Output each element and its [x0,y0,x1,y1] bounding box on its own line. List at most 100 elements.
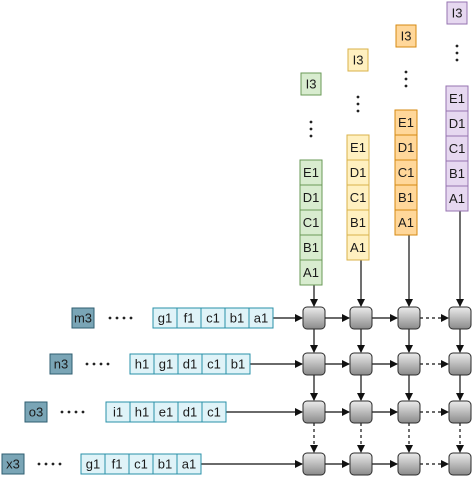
row-cell-label: g1 [159,357,173,372]
row-label: o3 [29,405,43,420]
column-cell [346,234,370,261]
horizontal-ellipsis-dot [99,362,103,366]
processing-element [448,452,472,476]
column-inputs: I3E1D1C1B1A1I3E1D1C1B1A1I3E1D1C1B1A1I3E1… [299,1,469,286]
row-cell-label: d1 [183,357,197,372]
column-cell-label: C1 [449,141,466,156]
column-cell-label: A1 [398,215,414,230]
row-cell [248,307,274,329]
processing-element [397,452,421,476]
row-cell [176,453,202,475]
horizontal-ellipsis-dot [44,462,48,466]
column-cell-label: D1 [449,116,466,131]
column-cell-label: B1 [398,190,414,205]
processing-element [397,400,421,424]
horizontal-ellipsis-dot [108,316,112,320]
row-cell-label: g1 [158,311,172,326]
column-cell-label: E1 [449,91,465,106]
vertical-ellipsis-dot [455,44,459,48]
row-cell-label: c1 [207,357,221,372]
connections [201,211,464,468]
row-cell-label: i1 [113,405,123,420]
vertical-ellipsis-dot [356,102,360,106]
column-top-label: I3 [452,6,463,21]
column-top-box [300,72,322,96]
vertical-ellipsis-dot [356,95,360,99]
vertical-ellipsis-dot [404,77,408,81]
processing-element [448,306,472,330]
row-label: x3 [6,457,20,472]
row-cell-label: f1 [112,457,123,472]
row-cell-label: f1 [184,311,195,326]
processing-element [349,400,373,424]
column-cell-label: E1 [350,140,366,155]
processing-element [349,306,373,330]
processing-element [302,400,326,424]
row-cell-label: c1 [134,457,148,472]
row-cell-label: e1 [159,405,173,420]
row-label: n3 [54,357,68,372]
column-cell-label: E1 [303,165,319,180]
column-top-label: I3 [353,53,364,68]
vertical-ellipsis-dot [309,127,313,131]
processing-element [448,352,472,376]
processing-element [302,306,326,330]
processing-element [349,352,373,376]
row-label-box [24,401,48,423]
vertical-ellipsis-dot [404,84,408,88]
row-cell-label: a1 [254,311,268,326]
processing-element [448,400,472,424]
row-cell [201,401,227,423]
row-cell [225,353,251,375]
horizontal-ellipsis-dot [129,316,133,320]
horizontal-ellipsis-dot [37,462,41,466]
horizontal-ellipsis-dot [81,410,85,414]
horizontal-ellipsis-dot [115,316,119,320]
column-top-box [446,1,468,25]
processing-element [302,452,326,476]
row-cell-label: b1 [158,457,172,472]
column-cell-label: A1 [449,191,465,206]
column-cell-label: B1 [350,215,366,230]
column-cell-label: D1 [303,190,320,205]
vertical-ellipsis-dot [455,58,459,62]
column-cell-label: D1 [398,140,415,155]
row-cell-label: b1 [231,357,245,372]
horizontal-ellipsis-dot [74,410,78,414]
column-cell-label: C1 [398,165,415,180]
horizontal-ellipsis-dot [58,462,62,466]
processing-element [397,306,421,330]
horizontal-ellipsis-dot [122,316,126,320]
column-cell-label: A1 [350,240,366,255]
horizontal-ellipsis-dot [106,362,110,366]
horizontal-ellipsis-dot [51,462,55,466]
row-cell-label: c1 [207,405,221,420]
horizontal-ellipsis-dot [60,410,64,414]
column-cell [445,185,469,212]
vertical-ellipsis-dot [455,51,459,55]
column-cell-label: B1 [303,240,319,255]
column-cell-label: C1 [303,215,320,230]
row-cell-label: h1 [135,405,149,420]
vertical-ellipsis-dot [309,134,313,138]
processing-element [397,352,421,376]
horizontal-ellipsis-dot [85,362,89,366]
processing-elements [302,306,472,476]
row-label-box [71,307,95,329]
column-cell-label: E1 [398,115,414,130]
row-cell-label: c1 [206,311,220,326]
column-top-box [395,24,417,48]
horizontal-ellipsis-dot [67,410,71,414]
column-top-label: I3 [306,77,317,92]
column-cell-label: B1 [449,166,465,181]
column-cell-label: D1 [350,165,367,180]
